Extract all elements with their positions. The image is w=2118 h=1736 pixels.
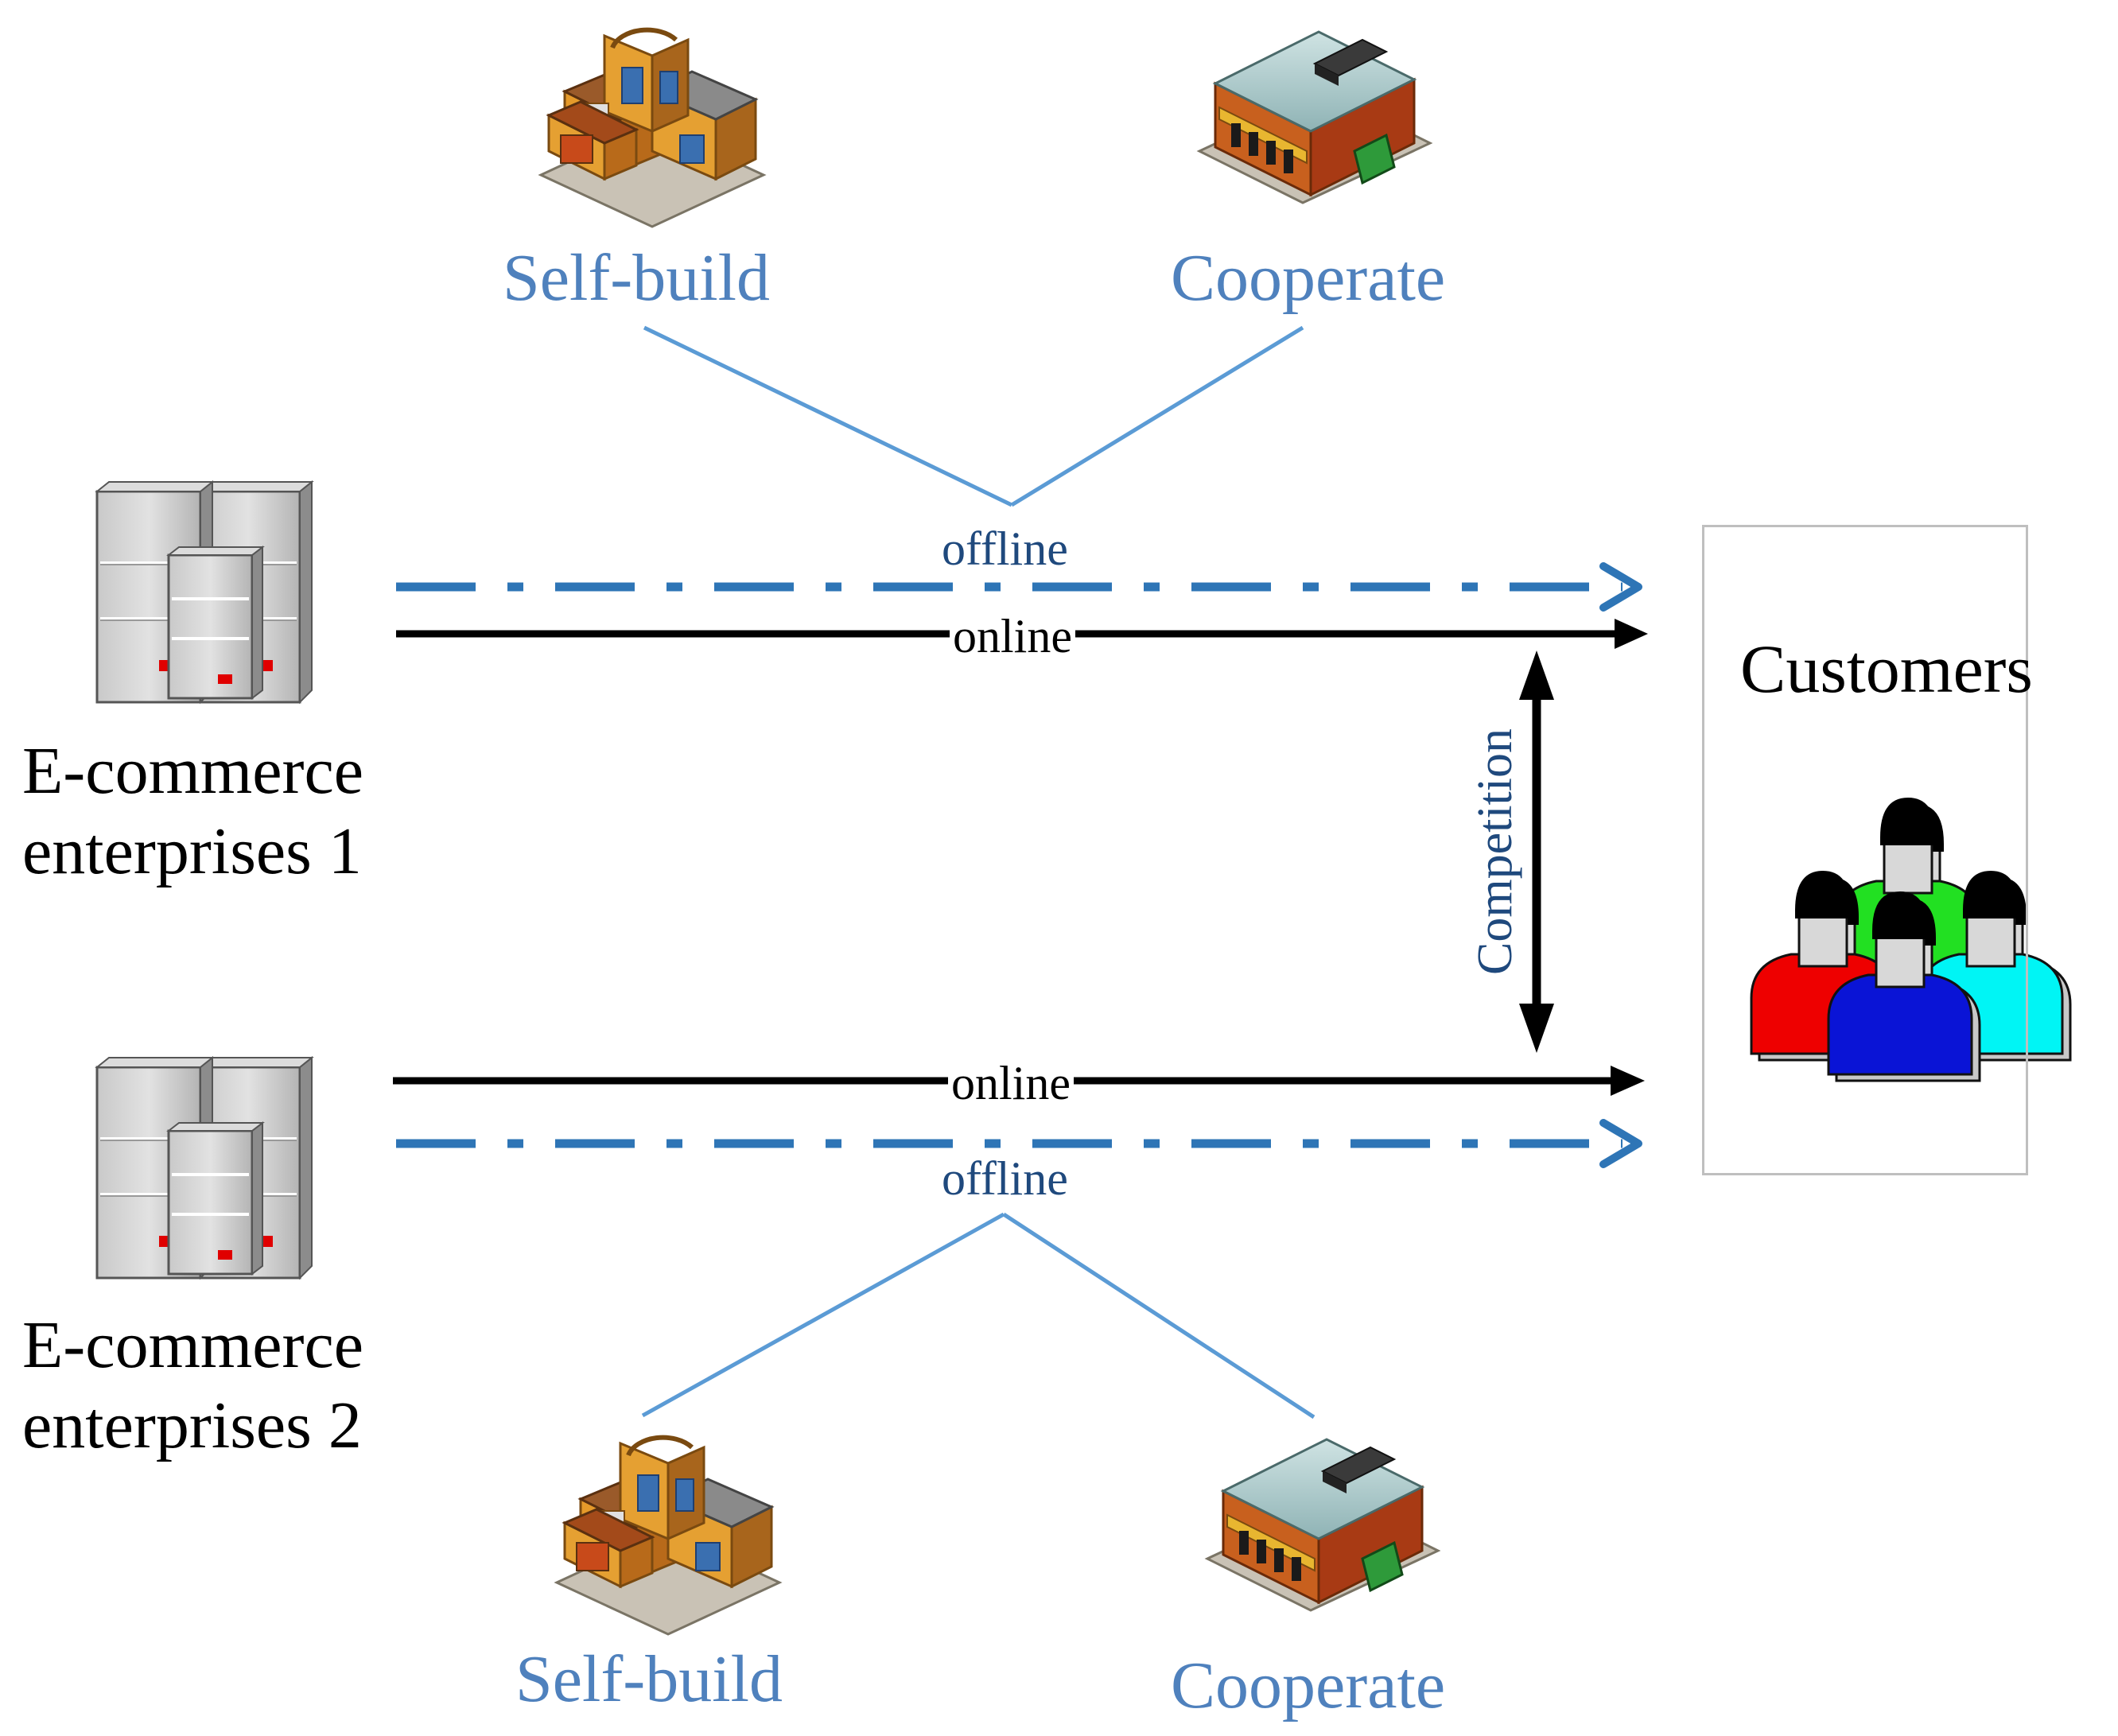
self-build-building-icon-bottom [557,1438,779,1634]
bottom-cooperate-label: Cooperate [1171,1649,1446,1722]
top-offline-label: offline [942,522,1068,575]
competition-label: Competition [1468,728,1522,975]
customers-box [1702,525,2028,1175]
competition-arrow [1519,651,1554,1053]
enterprise-2-line-2: enterprises 2 [22,1388,362,1462]
server-icon-enterprise-2 [97,1058,312,1278]
top-cooperate-label: Cooperate [1171,241,1446,315]
top-branch-lines [643,325,1304,507]
top-self-build-label: Self-build [503,241,770,315]
cooperate-store-icon-bottom [1206,1438,1440,1612]
enterprise-2-label: E-commerce enterprises 2 [22,1306,363,1466]
cooperate-store-icon-top [1198,30,1432,204]
bottom-self-build-label: Self-build [515,1642,783,1716]
bottom-offline-label: offline [942,1152,1068,1205]
top-offline-arrow [396,562,1642,612]
enterprise-1-line-2: enterprises 1 [22,814,362,888]
self-build-building-icon-top [541,30,764,227]
bottom-branch-lines [641,1212,1315,1419]
enterprise-1-label: E-commerce enterprises 1 [22,732,363,892]
bottom-online-label: online [948,1059,1074,1107]
enterprise-1-line-1: E-commerce [22,734,364,808]
top-online-label: online [950,612,1075,660]
enterprise-2-line-1: E-commerce [22,1308,364,1382]
customers-label: Customers [1740,631,2033,707]
bottom-offline-arrow [396,1119,1642,1168]
server-icon-enterprise-1 [97,482,312,702]
